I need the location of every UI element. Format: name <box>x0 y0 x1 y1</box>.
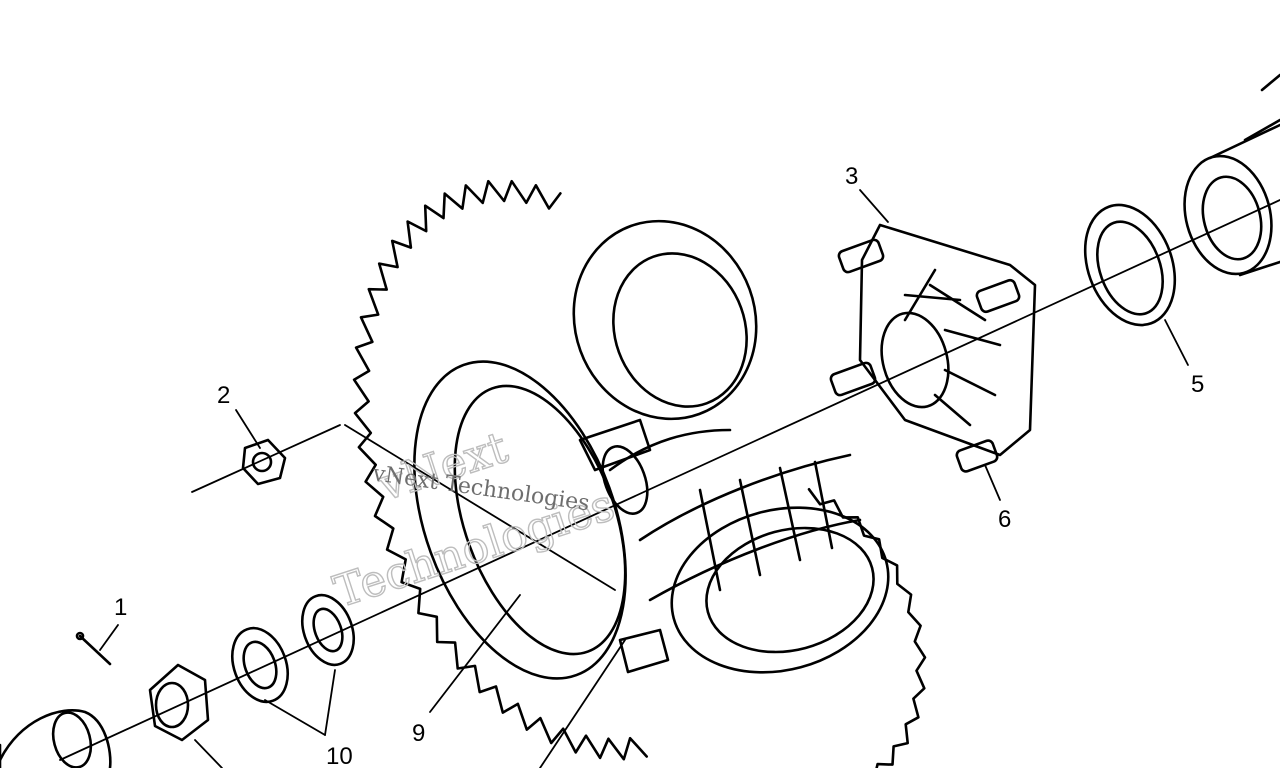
washers <box>231 593 355 704</box>
hub-cap <box>0 709 112 768</box>
leader-lines <box>99 189 1189 768</box>
callout-label-6: 6 <box>998 506 1011 533</box>
snap-ring <box>1083 203 1177 327</box>
watermark: vNext Technologies vNext Technologies <box>327 421 621 618</box>
tire <box>352 179 927 768</box>
callout-label-5: 5 <box>1191 371 1204 398</box>
castle-nut <box>148 663 210 742</box>
callout-label-2: 2 <box>217 382 230 409</box>
callout-label-3: 3 <box>845 163 858 190</box>
cotter-pin <box>75 631 112 666</box>
callout-labels: 1 2 3 5 6 9 10 <box>114 163 1204 768</box>
callout-label-10: 10 <box>326 743 353 768</box>
axle-housing <box>1183 73 1280 277</box>
axle-centerline <box>59 199 1280 761</box>
hex-nut <box>241 438 287 486</box>
callout-label-9: 9 <box>412 720 425 747</box>
wheel-studs <box>829 238 1021 473</box>
wheel-hub <box>858 223 1037 457</box>
callout-label-1: 1 <box>114 594 127 621</box>
